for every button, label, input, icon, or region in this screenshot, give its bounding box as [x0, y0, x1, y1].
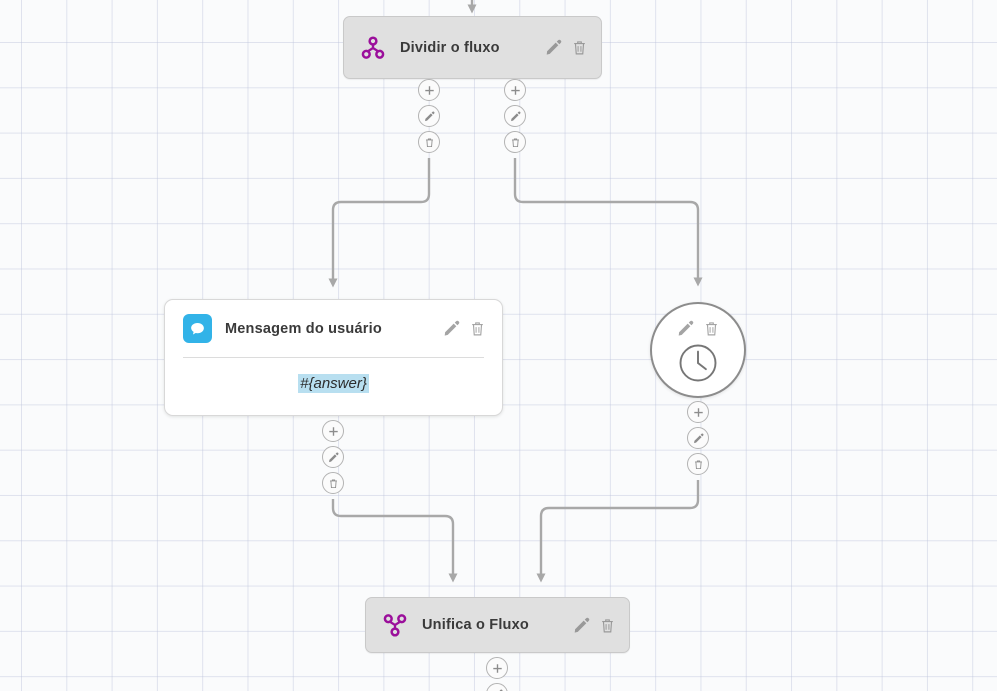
- node-title: Mensagem do usuário: [225, 320, 382, 337]
- edge-split-to-message: [328, 158, 431, 288]
- edit-connection-button[interactable]: [687, 427, 709, 449]
- edge-split-to-timer: [513, 158, 703, 287]
- connector-buttons-split-out-right[interactable]: [504, 79, 526, 153]
- node-timer[interactable]: [650, 302, 746, 398]
- split-flow-icon: [361, 35, 385, 59]
- node-actions: [545, 39, 588, 56]
- node-actions: [443, 320, 486, 337]
- node-merge-flow[interactable]: Unifica o Fluxo: [365, 597, 630, 653]
- pencil-icon[interactable]: [443, 320, 460, 337]
- trash-icon[interactable]: [571, 39, 588, 56]
- edit-connection-button[interactable]: [504, 105, 526, 127]
- node-title: Unifica o Fluxo: [422, 617, 529, 633]
- chat-bubble-icon: [183, 314, 212, 343]
- delete-connection-button[interactable]: [322, 472, 344, 494]
- add-node-button[interactable]: [687, 401, 709, 423]
- pencil-icon[interactable]: [677, 320, 694, 337]
- pencil-icon[interactable]: [545, 39, 562, 56]
- node-split-flow[interactable]: Dividir o fluxo: [343, 16, 602, 79]
- trash-icon[interactable]: [469, 320, 486, 337]
- trash-icon[interactable]: [703, 320, 720, 337]
- variable-token[interactable]: #{answer}: [298, 374, 369, 393]
- edit-connection-button[interactable]: [486, 683, 508, 691]
- add-node-button[interactable]: [418, 79, 440, 101]
- add-node-button[interactable]: [504, 79, 526, 101]
- delete-connection-button[interactable]: [687, 453, 709, 475]
- node-actions: [677, 320, 720, 337]
- edit-connection-button[interactable]: [418, 105, 440, 127]
- delete-connection-button[interactable]: [418, 131, 440, 153]
- card-divider: [183, 357, 484, 358]
- add-node-button[interactable]: [486, 657, 508, 679]
- message-body: #{answer}: [165, 358, 502, 393]
- node-title: Dividir o fluxo: [400, 39, 500, 56]
- clock-icon: [679, 344, 717, 382]
- connector-buttons-timer-out[interactable]: [687, 401, 709, 475]
- edge-timer-to-merge: [536, 480, 700, 583]
- node-user-message[interactable]: Mensagem do usuário #{answer}: [164, 299, 503, 416]
- edge-message-to-merge: [331, 499, 458, 583]
- add-node-button[interactable]: [322, 420, 344, 442]
- connector-buttons-merge-out[interactable]: [486, 657, 508, 691]
- node-actions: [573, 617, 616, 634]
- merge-flow-icon: [383, 614, 407, 637]
- edit-connection-button[interactable]: [322, 446, 344, 468]
- delete-connection-button[interactable]: [504, 131, 526, 153]
- trash-icon[interactable]: [599, 617, 616, 634]
- pencil-icon[interactable]: [573, 617, 590, 634]
- connector-buttons-message-out[interactable]: [322, 420, 344, 494]
- connector-buttons-split-out-left[interactable]: [418, 79, 440, 153]
